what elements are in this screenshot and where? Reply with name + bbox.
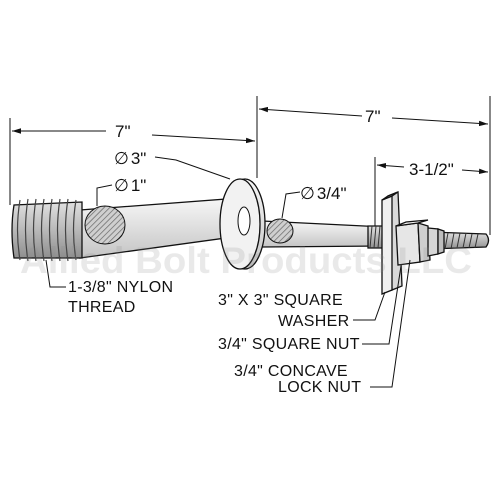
callout-nylon-thread: 1-3/8" NYLON THREAD <box>45 259 173 316</box>
dimension-right-7in: 7" <box>258 106 489 127</box>
callout-square-nut: 3/4" SQUARE NUT <box>218 265 402 353</box>
lock-nut <box>427 227 445 257</box>
washer-label-line1: 3" X 3" SQUARE <box>218 292 343 309</box>
dimension-left-text: 7" <box>115 122 131 141</box>
nylon-thread-label-line1: 1-3/8" NYLON <box>68 279 173 296</box>
callout-lock-nut: 3/4" CONCAVE LOCK NUT <box>234 259 411 396</box>
diameter-3-4in-leader: ∅3/4" <box>281 184 346 219</box>
nylon-thread <box>11 198 83 262</box>
washer-label-line2: WASHER <box>278 313 349 330</box>
nylon-thread-label-line2: THREAD <box>68 299 136 316</box>
diameter-3in-leader: ∅3" <box>114 149 231 180</box>
lock-nut-label-line1: 3/4" CONCAVE <box>234 363 348 380</box>
diameter-1in-leader: ∅1" <box>96 176 146 206</box>
round-washer <box>219 178 266 270</box>
dimension-left-7in: 7" <box>12 122 256 144</box>
lock-nut-label-line2: LOCK NUT <box>278 379 361 396</box>
dimension-threaded-end: 3-1/2" <box>376 160 489 179</box>
extension-lines <box>9 96 491 235</box>
section-1in-circle <box>84 205 126 245</box>
diameter-3-4in-text: ∅3/4" <box>300 184 346 203</box>
diameter-1in-text: ∅1" <box>114 176 146 195</box>
section-3-4in-circle <box>266 218 294 244</box>
dimension-threaded-text: 3-1/2" <box>409 160 454 179</box>
dimension-right-text: 7" <box>365 107 381 126</box>
diameter-3in-text: ∅3" <box>114 149 146 168</box>
square-nut-label: 3/4" SQUARE NUT <box>218 336 360 353</box>
watermark: Allied Bolt Products LLC <box>20 240 472 281</box>
square-nut <box>395 219 431 266</box>
callout-square-washer: 3" X 3" SQUARE WASHER <box>218 291 386 330</box>
